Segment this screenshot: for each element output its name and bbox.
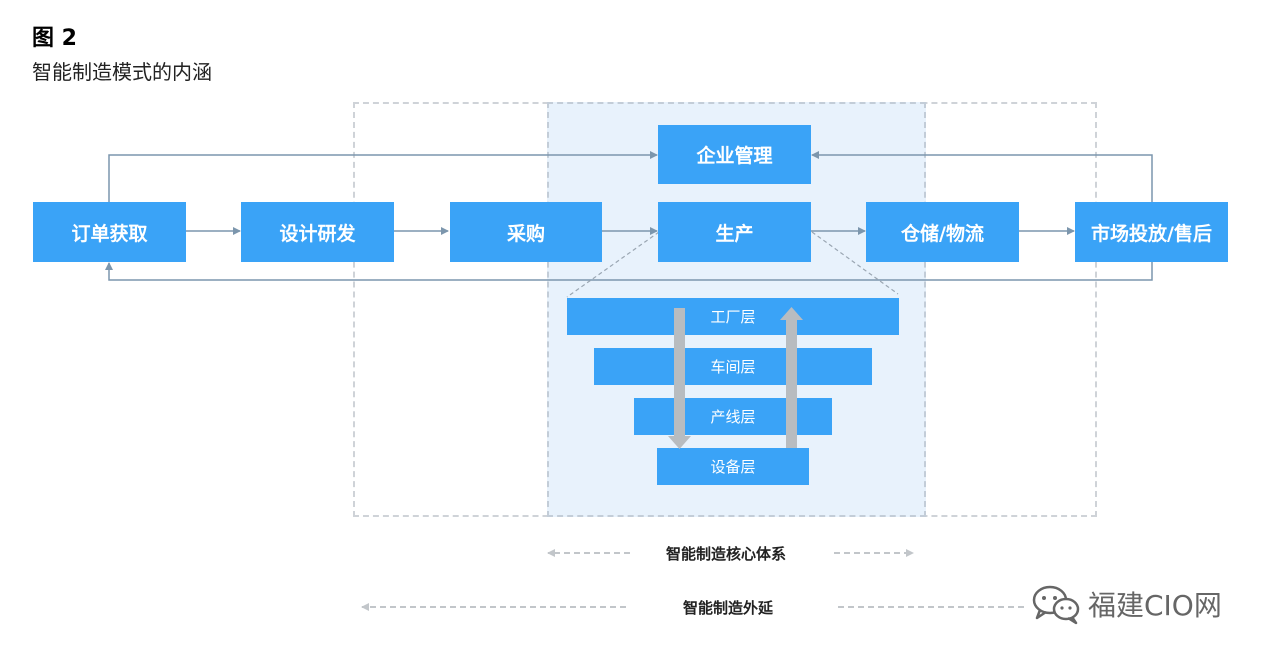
node-purchase: 采购	[450, 202, 602, 262]
watermark: 福建CIO网	[1030, 582, 1222, 626]
layer-equipment: 设备层	[657, 448, 809, 485]
arrow-market-to-order	[105, 262, 1153, 281]
expand-line-left	[566, 231, 660, 298]
watermark-text: 福建CIO网	[1088, 589, 1222, 622]
arrow-market-to-management	[811, 151, 1153, 202]
node-order: 订单获取	[33, 202, 186, 262]
legend-core-label: 智能制造核心体系	[666, 545, 787, 563]
node-market: 市场投放/售后	[1075, 202, 1228, 262]
layer-workshop: 车间层	[594, 348, 872, 385]
figure-title: 智能制造模式的内涵	[32, 60, 212, 84]
down-arrow-icon	[668, 308, 691, 449]
node-production: 生产	[658, 202, 811, 262]
figure-label: 图 2	[32, 26, 77, 51]
node-management: 企业管理	[658, 125, 811, 184]
expand-line-right	[811, 231, 899, 295]
layer-factory: 工厂层	[567, 298, 899, 335]
wechat-icon	[1032, 585, 1080, 625]
up-arrow-icon	[780, 307, 803, 448]
layer-line: 产线层	[634, 398, 832, 435]
legend-extension-label: 智能制造外延	[683, 599, 774, 617]
node-warehouse: 仓储/物流	[866, 202, 1019, 262]
node-design: 设计研发	[241, 202, 394, 262]
arrow-order-to-management	[108, 151, 658, 202]
